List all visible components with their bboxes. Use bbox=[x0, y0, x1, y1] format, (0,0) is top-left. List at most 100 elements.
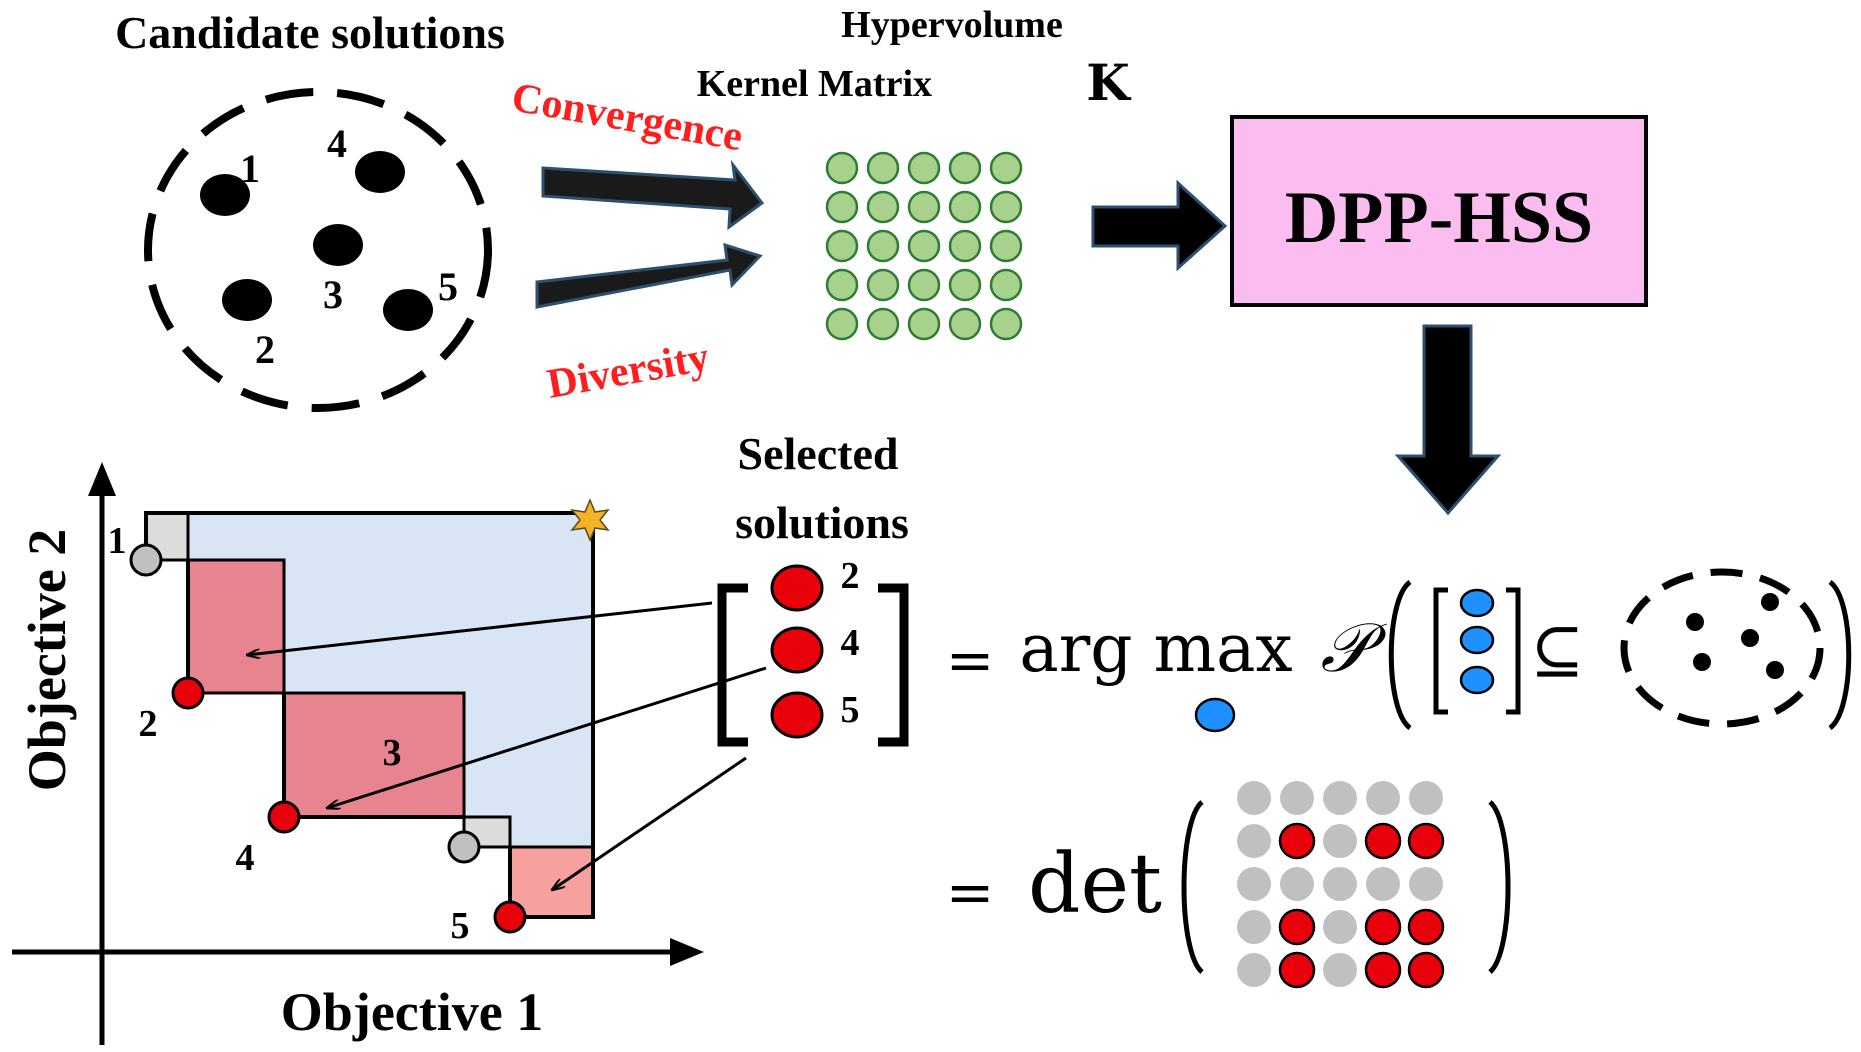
kernel-cell bbox=[825, 190, 859, 224]
selected-title-line2: solutions bbox=[735, 497, 909, 548]
subset-bracket-right bbox=[1506, 587, 1521, 715]
kernel-cell bbox=[866, 268, 900, 302]
kernel-cell bbox=[825, 229, 859, 263]
ground-set-point bbox=[1693, 653, 1711, 671]
selected-solutions-group: Selected solutions 2 4 5 bbox=[247, 428, 909, 890]
kernel-cell bbox=[907, 151, 941, 185]
kernel-cell bbox=[948, 268, 982, 302]
staircase-boundary bbox=[186, 560, 512, 917]
argmax-operator: arg max bbox=[1019, 610, 1292, 687]
diversity-label: Diversity bbox=[544, 334, 713, 408]
y-axis-title: Objective 2 bbox=[17, 529, 77, 791]
submatrix-cell bbox=[1409, 781, 1443, 815]
submatrix-cell bbox=[1280, 781, 1314, 815]
equals-sign: = bbox=[946, 626, 995, 694]
candidate-label: 4 bbox=[327, 121, 347, 166]
submatrix-cell bbox=[1237, 910, 1271, 944]
plot-label: 1 bbox=[108, 520, 127, 562]
kernel-cell bbox=[989, 190, 1023, 224]
submatrix-cell-selected bbox=[1278, 822, 1316, 860]
candidate-point bbox=[355, 151, 405, 193]
ground-set-point bbox=[1766, 661, 1784, 679]
kernel-matrix bbox=[825, 151, 1023, 341]
candidate-point bbox=[313, 224, 363, 266]
method-box-group: DPP-HSS bbox=[1230, 115, 1648, 307]
determinant-equation: = det bbox=[946, 781, 1511, 989]
submatrix bbox=[1237, 781, 1445, 989]
subset-symbol: ⊆ bbox=[1530, 614, 1584, 688]
submatrix-cell bbox=[1323, 953, 1357, 987]
selected-point bbox=[770, 691, 824, 739]
submatrix-cell bbox=[1237, 781, 1271, 815]
kernel-title-line1: Hypervolume bbox=[841, 4, 1063, 46]
candidate-point bbox=[383, 289, 433, 331]
subset-point bbox=[1459, 588, 1495, 618]
x-axis-title: Objective 1 bbox=[281, 982, 543, 1042]
submatrix-cell-selected bbox=[1364, 908, 1402, 946]
equals-sign: = bbox=[946, 858, 995, 926]
kernel-cell bbox=[825, 268, 859, 302]
selected-point bbox=[770, 626, 824, 674]
plot-label: 2 bbox=[139, 703, 158, 745]
submatrix-cell-selected bbox=[1278, 908, 1316, 946]
convergence-arrow bbox=[541, 159, 765, 231]
kernel-cell bbox=[866, 151, 900, 185]
ground-set-point bbox=[1761, 593, 1779, 611]
kernel-matrix-group: Hypervolume Kernel Matrix K bbox=[697, 4, 1131, 341]
method-box bbox=[1230, 115, 1648, 307]
dotted-boundary bbox=[188, 558, 512, 847]
det-operator: det bbox=[1028, 837, 1162, 932]
plot-point-unselected bbox=[129, 543, 163, 577]
det-paren-right bbox=[1488, 800, 1511, 974]
kernel-cell bbox=[989, 151, 1023, 185]
candidate-label: 3 bbox=[323, 272, 343, 317]
candidate-label: 5 bbox=[438, 264, 458, 309]
kernel-cell bbox=[866, 229, 900, 263]
kernel-cell bbox=[989, 268, 1023, 302]
plot-label: 3 bbox=[383, 732, 402, 774]
submatrix-cell bbox=[1323, 867, 1357, 901]
plot-point-selected bbox=[493, 900, 527, 934]
kernel-cell bbox=[825, 307, 859, 341]
kernel-cell bbox=[907, 229, 941, 263]
selection-arrow bbox=[552, 756, 747, 890]
submatrix-cell bbox=[1323, 910, 1357, 944]
selection-arrow bbox=[247, 601, 713, 655]
probability-symbol: 𝒫 bbox=[1320, 609, 1387, 688]
candidate-solutions-group: Candidate solutions 1 2 3 4 5 bbox=[115, 7, 505, 412]
ground-set-boundary bbox=[1620, 568, 1824, 728]
kernel-cell bbox=[907, 307, 941, 341]
selected-point bbox=[770, 564, 824, 612]
x-axis-arrowhead bbox=[670, 938, 704, 966]
argmax-subscript-point bbox=[1194, 697, 1236, 733]
submatrix-cell bbox=[1237, 953, 1271, 987]
subset-bracket-left bbox=[1433, 587, 1448, 715]
argmax-equation: = arg max 𝒫 ⊆ bbox=[946, 568, 1852, 733]
prob-paren-right bbox=[1828, 579, 1852, 731]
subset-point bbox=[1459, 625, 1495, 655]
candidate-label: 1 bbox=[240, 146, 260, 191]
candidate-set-boundary bbox=[144, 88, 492, 412]
plot-label: 5 bbox=[451, 905, 470, 947]
selected-bracket-left bbox=[717, 583, 748, 747]
kernel-cell bbox=[948, 307, 982, 341]
contribution-area-3 bbox=[282, 691, 466, 819]
submatrix-cell-selected bbox=[1364, 822, 1402, 860]
det-paren-left bbox=[1181, 800, 1204, 974]
submatrix-cell bbox=[1323, 824, 1357, 858]
ground-set-point bbox=[1741, 629, 1759, 647]
submatrix-cell-selected bbox=[1407, 822, 1445, 860]
kernel-title-line2: Kernel Matrix bbox=[697, 63, 932, 105]
selected-label: 2 bbox=[841, 555, 860, 597]
plot-point-unselected bbox=[447, 830, 481, 864]
kernel-cell bbox=[825, 151, 859, 185]
submatrix-cell bbox=[1409, 867, 1443, 901]
submatrix-cell bbox=[1237, 824, 1271, 858]
submatrix-cell bbox=[1237, 867, 1271, 901]
kernel-cell bbox=[989, 307, 1023, 341]
candidate-title: Candidate solutions bbox=[115, 7, 505, 58]
kernel-cell bbox=[907, 268, 941, 302]
kernel-cell bbox=[948, 229, 982, 263]
method-label: DPP-HSS bbox=[1285, 177, 1593, 259]
